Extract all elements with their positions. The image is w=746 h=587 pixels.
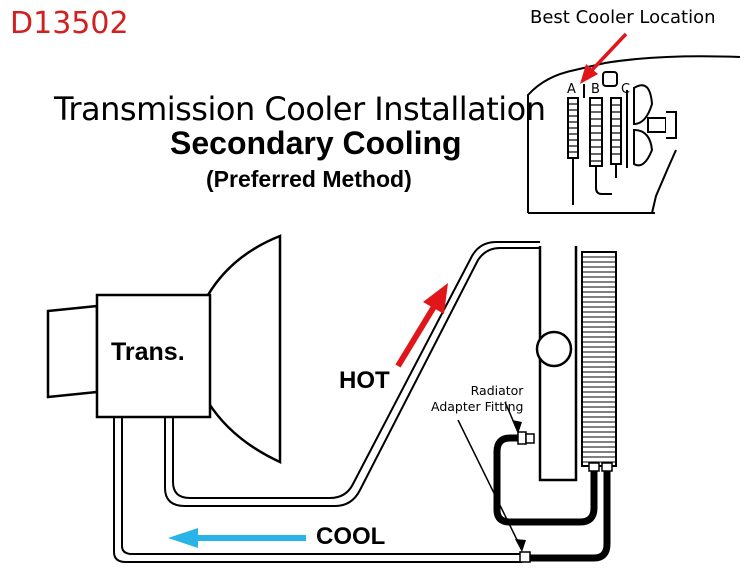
cool-line xyxy=(113,418,522,563)
cool-label: COOL xyxy=(316,523,386,550)
vehicle-inset xyxy=(527,55,741,214)
diagram-code: D13502 xyxy=(10,6,129,41)
radiator-fins xyxy=(582,256,616,463)
adapter-fitting xyxy=(517,431,613,563)
hot-label: HOT xyxy=(339,367,390,394)
position-a-label: A xyxy=(567,82,576,97)
page-title: Transmission Cooler Installation xyxy=(54,90,546,128)
radiator-label-line2: Adapter Fitting xyxy=(431,399,524,414)
leader-lines xyxy=(457,401,523,551)
hot-arrow xyxy=(395,283,448,368)
leader-arrowhead-2 xyxy=(515,539,526,552)
fan-icon xyxy=(626,84,677,168)
transmission-label: Trans. xyxy=(111,338,185,366)
position-b-label: B xyxy=(591,82,600,97)
position-c-label: C xyxy=(621,82,631,97)
radiator-label-line1: Radiator xyxy=(470,383,524,398)
transmission xyxy=(46,234,282,464)
cool-arrow xyxy=(168,528,306,548)
best-location-label: Best Cooler Location xyxy=(530,7,716,28)
radiator-b-icon xyxy=(583,84,612,195)
radiator-fitting-label: Radiator Adapter Fitting xyxy=(431,383,523,415)
leader-arrowhead xyxy=(512,420,522,434)
best-location-arrow xyxy=(580,32,628,84)
cooler-a-icon xyxy=(567,97,579,205)
cooler-hoses xyxy=(493,434,611,562)
subtitle: Secondary Cooling xyxy=(170,125,462,161)
condenser-c-icon xyxy=(602,71,622,178)
method-label: (Preferred Method) xyxy=(206,166,412,192)
radiator xyxy=(535,246,617,482)
hot-line xyxy=(164,241,540,507)
